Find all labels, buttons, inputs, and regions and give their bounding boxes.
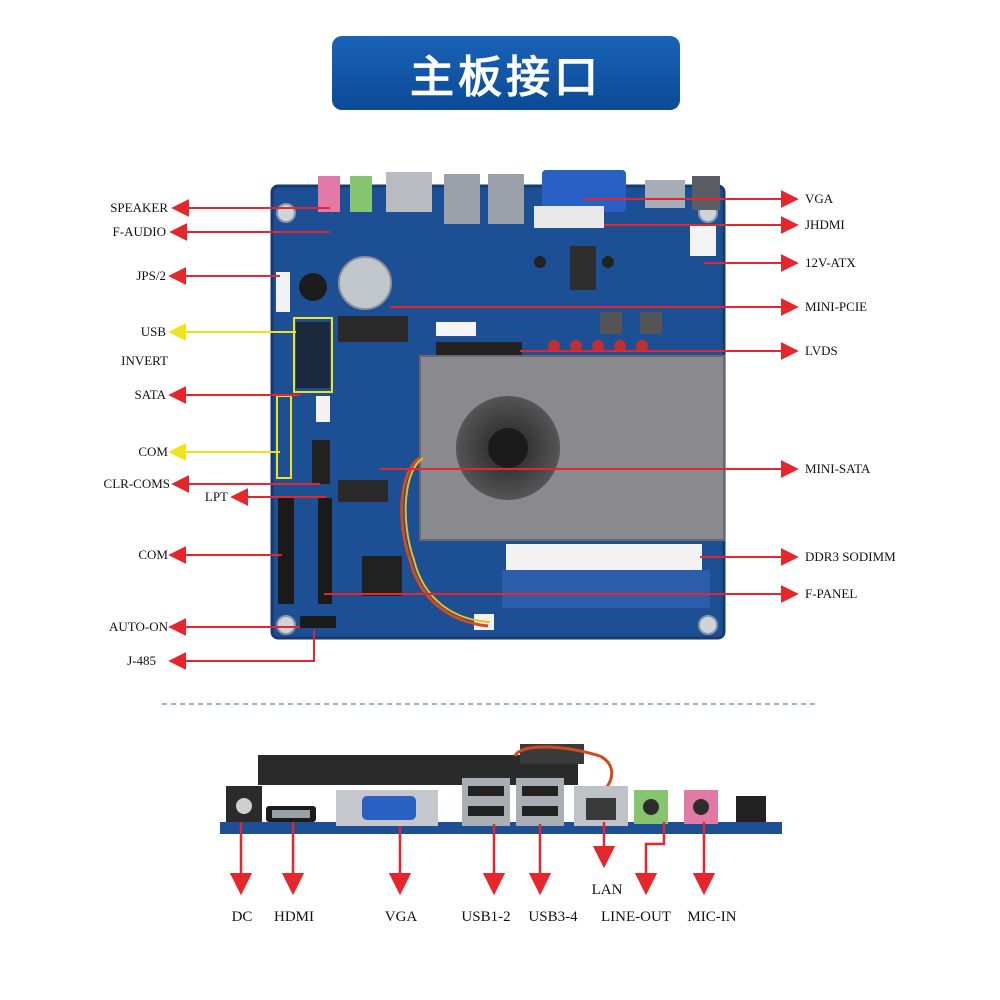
label-com-1: COM <box>138 444 168 459</box>
label-usb3-4: USB3-4 <box>528 909 578 925</box>
label-hdmi: HDMI <box>274 909 314 925</box>
label-mini-pcie: MINI-PCIE <box>805 299 867 314</box>
label-12v-atx: 12V-ATX <box>805 255 856 270</box>
label-jps2: JPS/2 <box>136 268 166 283</box>
left-labels: SPEAKER F-AUDIO JPS/2 USB INVERT SATA CO… <box>104 200 229 668</box>
label-mic-in: MIC-IN <box>687 909 736 925</box>
label-invert: INVERT <box>121 353 168 368</box>
bottom-arrows <box>229 822 716 896</box>
label-speaker: SPEAKER <box>110 200 168 215</box>
label-f-panel: F-PANEL <box>805 586 857 601</box>
motherboard-side-view <box>220 744 782 834</box>
page-title: 主板接口 <box>332 36 680 110</box>
right-labels: VGA JHDMI 12V-ATX MINI-PCIE LVDS MINI-SA… <box>805 191 896 601</box>
label-j-485: J-485 <box>127 653 156 668</box>
label-lpt: LPT <box>205 489 228 504</box>
right-arrows <box>324 190 799 603</box>
left-arrows <box>168 199 330 670</box>
label-usb: USB <box>141 324 167 339</box>
label-line-out: LINE-OUT <box>601 909 671 925</box>
label-f-audio: F-AUDIO <box>113 224 166 239</box>
label-vga-port: VGA <box>385 909 418 925</box>
label-mini-sata: MINI-SATA <box>805 461 871 476</box>
label-lvds: LVDS <box>805 343 838 358</box>
label-auto-on: AUTO-ON <box>109 619 169 634</box>
label-lan: LAN <box>592 882 623 898</box>
bottom-labels: DC HDMI VGA USB1-2 USB3-4 LAN LINE-OUT M… <box>232 882 737 925</box>
label-com-2: COM <box>138 547 168 562</box>
label-vga: VGA <box>805 191 834 206</box>
label-ddr3-sodimm: DDR3 SODIMM <box>805 549 896 564</box>
label-dc: DC <box>232 909 253 925</box>
motherboard-top-view <box>270 170 726 640</box>
label-usb1-2: USB1-2 <box>461 909 510 925</box>
label-clr-coms: CLR-COMS <box>104 476 170 491</box>
label-jhdmi: JHDMI <box>805 217 845 232</box>
label-sata: SATA <box>135 387 167 402</box>
